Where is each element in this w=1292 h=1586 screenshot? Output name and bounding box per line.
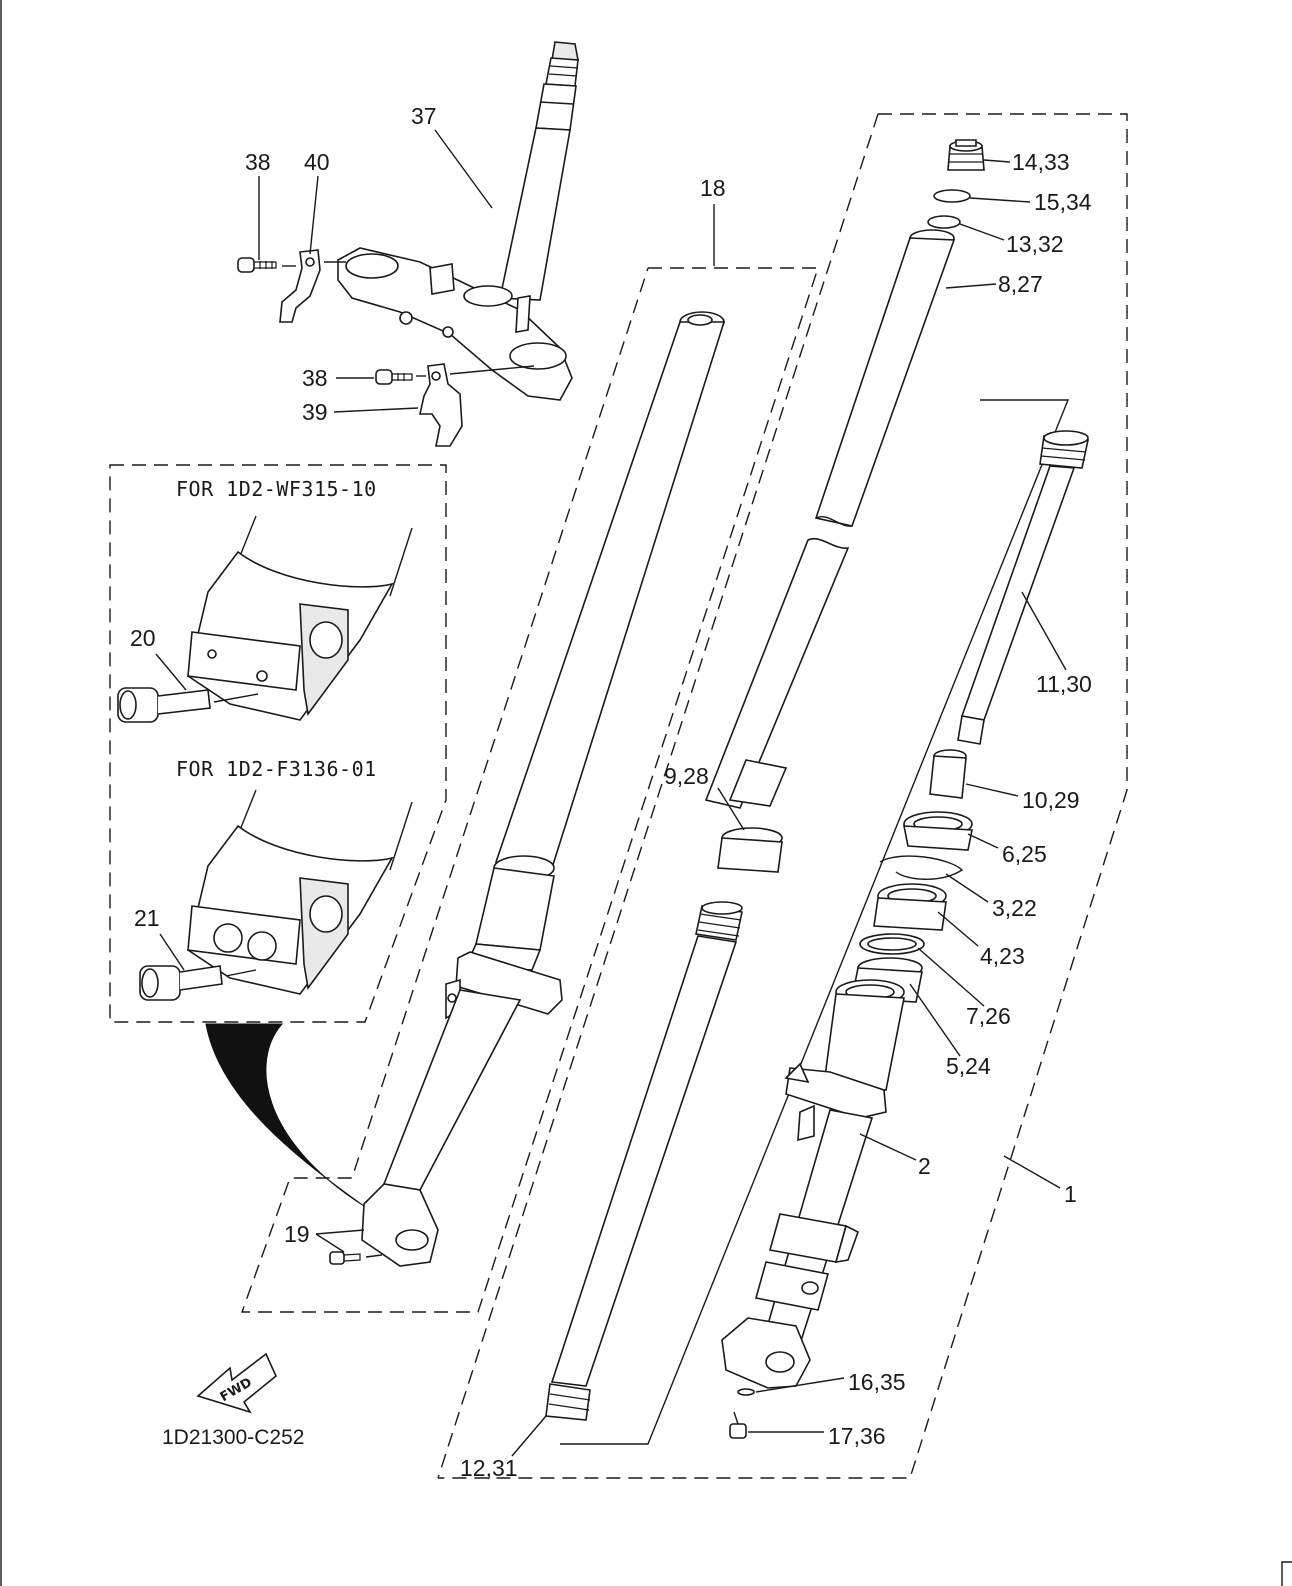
bolt-38-lower — [375, 369, 413, 385]
inset-detail-b — [139, 789, 413, 1001]
callout-10-29: 10,29 — [1022, 787, 1080, 813]
callout-40: 40 — [304, 149, 330, 175]
cap-bolt-14 — [947, 139, 985, 171]
callout-3-22: 3,22 — [992, 895, 1037, 921]
bracket-12 — [560, 399, 1070, 1445]
bracket-39 — [419, 363, 463, 447]
fwd-arrow-icon: FWD — [196, 1352, 277, 1414]
inset-pointer — [205, 1023, 365, 1207]
callout-21: 21 — [134, 905, 160, 931]
bracket-40 — [279, 249, 321, 323]
fork-spring — [545, 901, 743, 1421]
callout-5-24: 5,24 — [946, 1053, 991, 1079]
callout-9-28: 9,28 — [664, 763, 709, 789]
callout-18: 18 — [700, 175, 726, 201]
slide-metal-9 — [717, 827, 783, 873]
callout-39: 39 — [302, 399, 328, 425]
callout-38-upper: 38 — [245, 149, 271, 175]
inset-detail-a — [117, 515, 413, 723]
callout-12-31: 12,31 — [460, 1455, 518, 1481]
o-ring-15 — [933, 189, 971, 203]
callout-11-30: 11,30 — [1036, 671, 1092, 697]
bolt-17 — [729, 1411, 747, 1439]
leader-lines — [155, 129, 1067, 1457]
group-outline-1 — [438, 113, 1128, 1479]
callout-4-23: 4,23 — [980, 943, 1025, 969]
callout-15-34: 15,34 — [1034, 189, 1092, 215]
outer-tube-2 — [721, 979, 905, 1389]
callout-20: 20 — [130, 625, 156, 651]
callout-16-35: 16,35 — [848, 1369, 906, 1395]
bushing-10 — [929, 749, 967, 799]
callout-19: 19 — [284, 1221, 310, 1247]
inner-tube-seal-holder — [445, 855, 563, 1020]
washer-7-inner — [867, 937, 917, 951]
callout-14-33: 14,33 — [1012, 149, 1070, 175]
callout-1: 1 — [1064, 1181, 1077, 1207]
under-bracket — [337, 247, 573, 401]
washer-16 — [737, 1388, 755, 1396]
group-outline-18 — [241, 267, 819, 1313]
inset-box — [109, 464, 447, 1023]
bracket-39-axis — [449, 365, 535, 375]
circlip-3 — [879, 855, 964, 880]
bolt-19 — [329, 1251, 383, 1265]
callout-37: 37 — [411, 103, 437, 129]
corner-mark — [1281, 1561, 1292, 1586]
callout-labels: 37 38 40 38 39 18 14,33 15,34 13,32 8,27… — [130, 103, 1092, 1481]
damper-rod — [957, 430, 1089, 745]
bolt-38-upper — [237, 257, 277, 273]
callout-2: 2 — [918, 1153, 931, 1179]
callout-7-26: 7,26 — [966, 1003, 1011, 1029]
washer-13 — [927, 215, 961, 229]
group-outline-1-edge — [437, 113, 879, 1479]
callout-6-25: 6,25 — [1002, 841, 1047, 867]
inset-note-a: FOR 1D2-WF315-10 — [176, 477, 377, 501]
oil-seal-4 — [873, 883, 947, 931]
callout-8-27: 8,27 — [998, 271, 1043, 297]
callout-17-36: 17,36 — [828, 1423, 886, 1449]
inner-leg-lower — [361, 989, 522, 1267]
inset-note-b: FOR 1D2-F3136-01 — [176, 757, 377, 781]
callout-13-32: 13,32 — [1006, 231, 1064, 257]
diagram-code: 1D21300-C252 — [162, 1426, 304, 1449]
dust-seal-6 — [903, 811, 973, 851]
steering-stem — [499, 41, 579, 301]
callout-38-lower: 38 — [302, 365, 328, 391]
damper-cylinder — [704, 229, 956, 809]
